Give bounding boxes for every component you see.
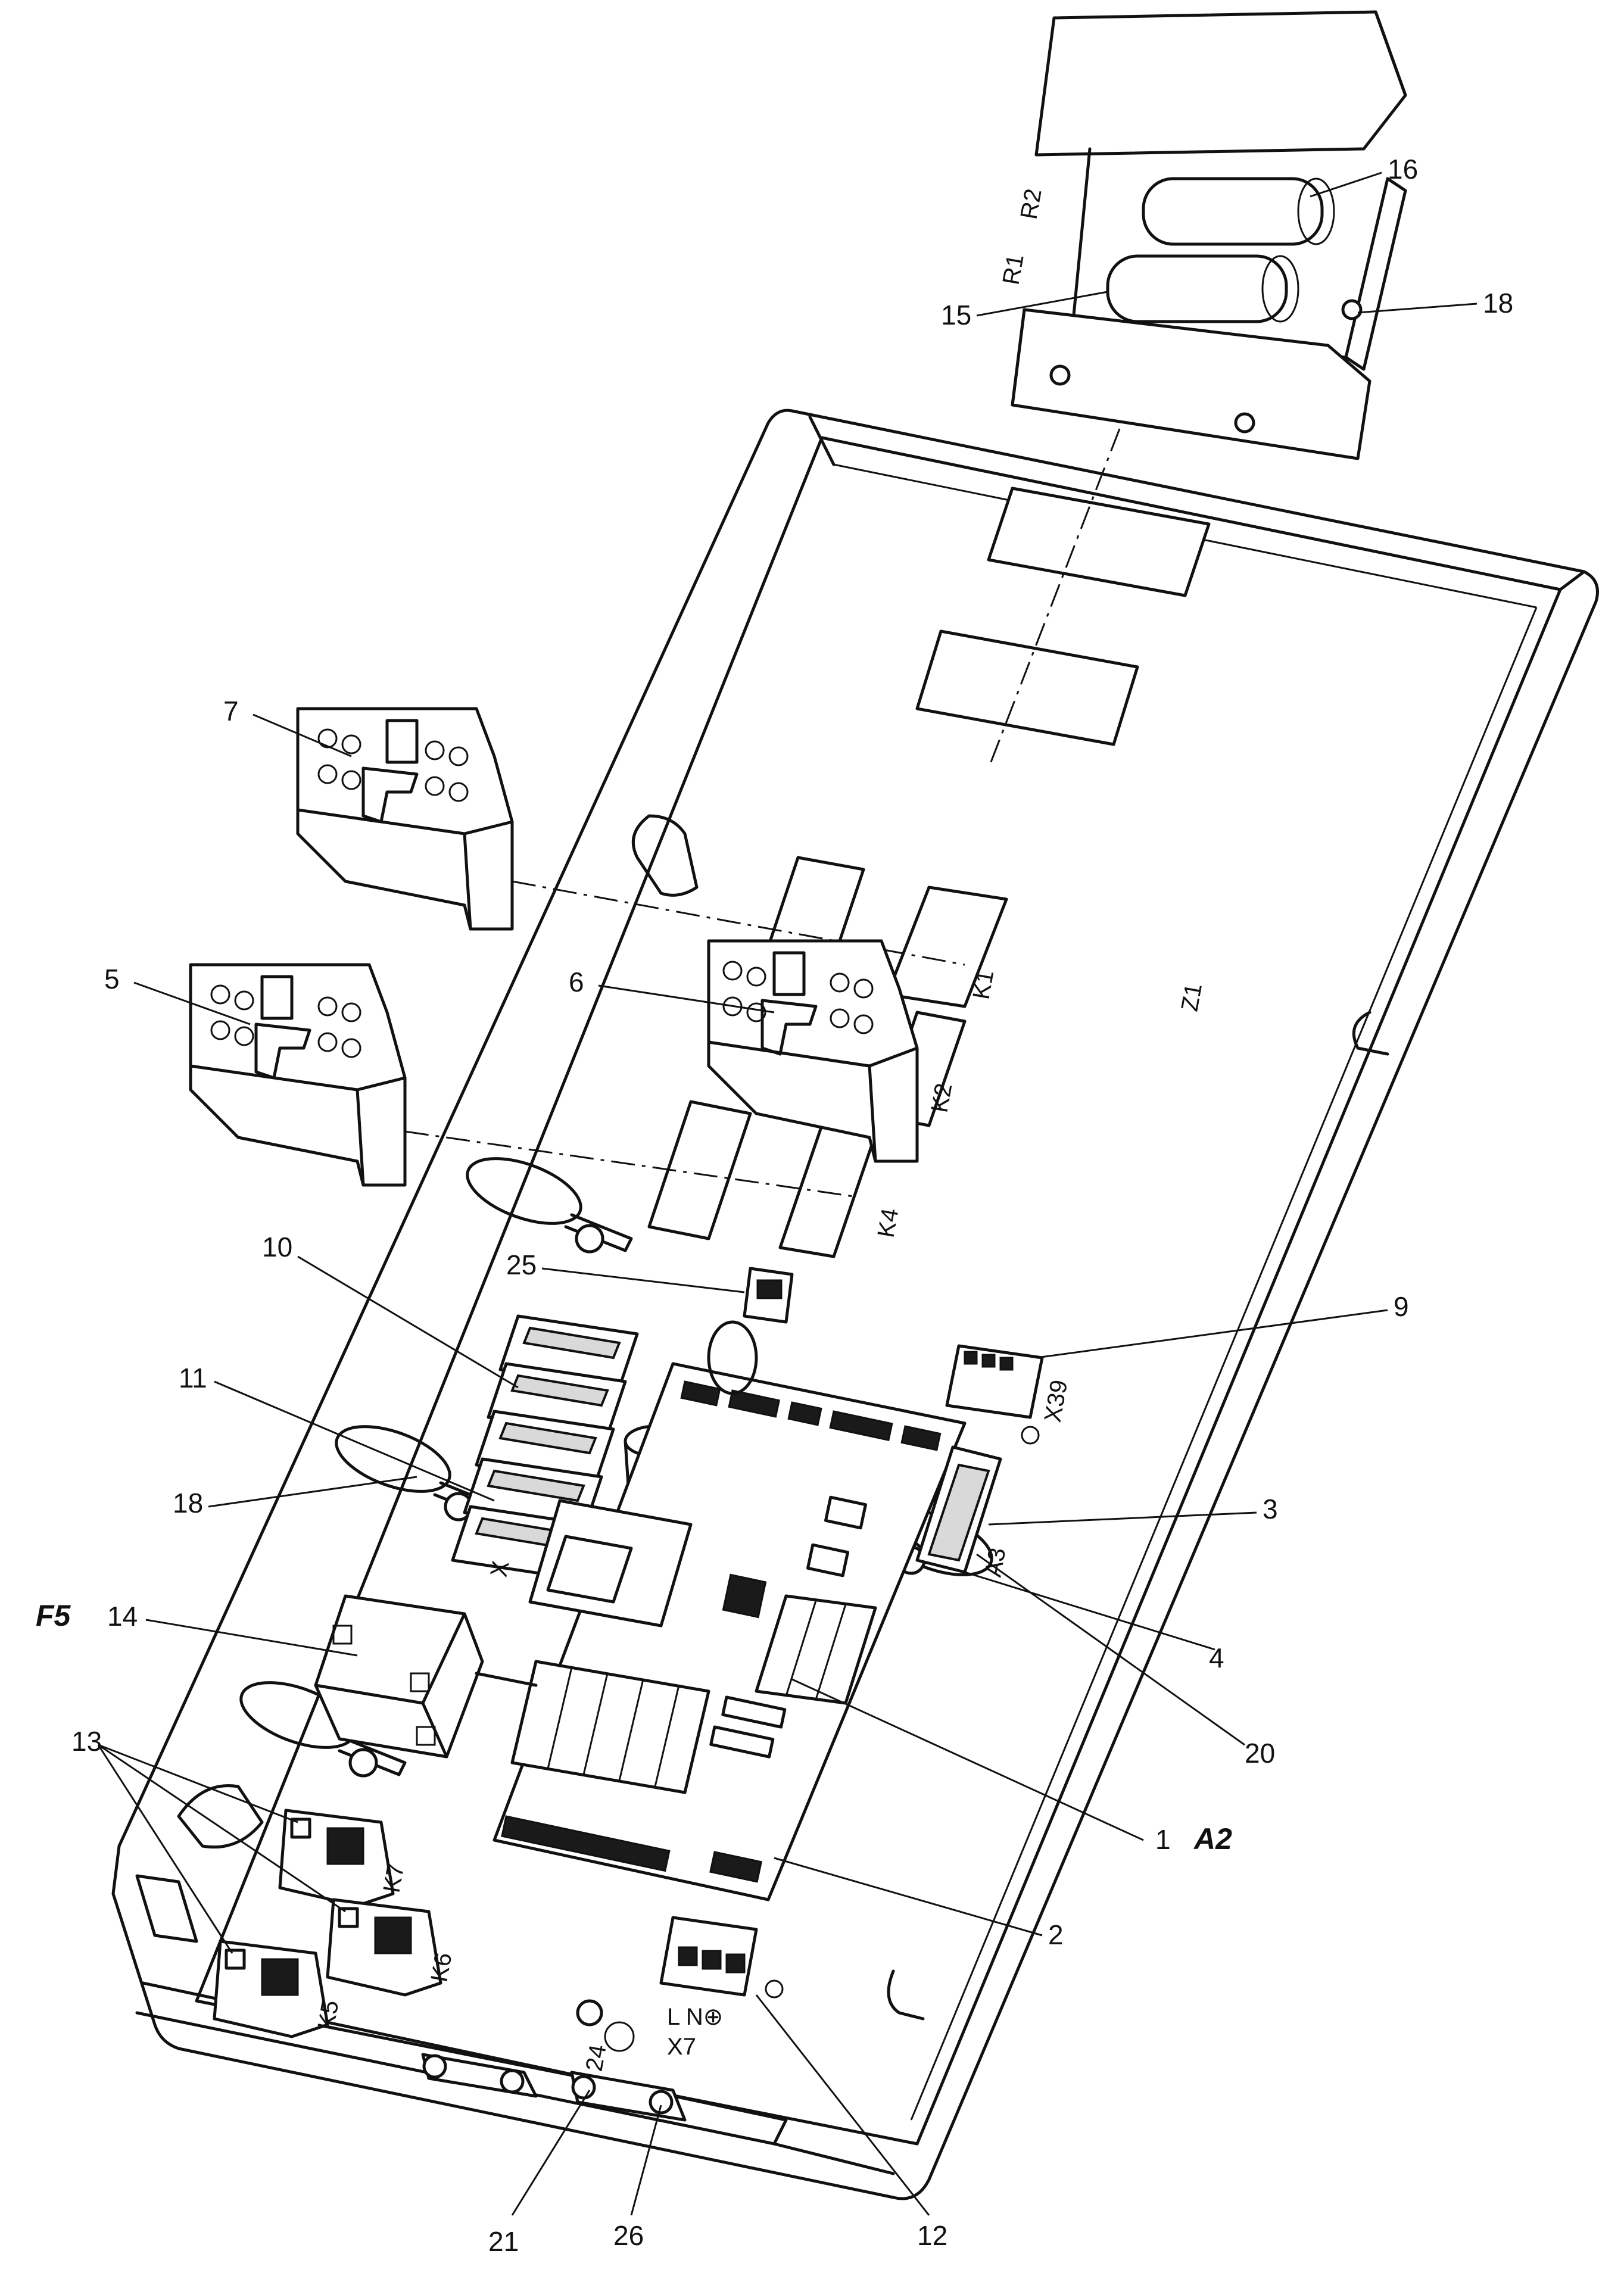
callout-9: 9: [1394, 1291, 1409, 1322]
connector-20: [743, 1267, 794, 1324]
callout-11: 11: [179, 1363, 207, 1393]
relay-k5: [213, 1940, 329, 2038]
contactor-6: [707, 939, 919, 1163]
callout-10: 10: [262, 1232, 292, 1262]
contactor-5: [189, 963, 858, 1198]
filter-f5: [314, 1594, 538, 1759]
label-x39: X39: [1040, 1378, 1073, 1424]
callout-18-right: 20: [1245, 1738, 1275, 1769]
callout-18-left: 18: [173, 1488, 203, 1519]
label-k6: K6: [426, 1951, 457, 1984]
resistor-r2: [1142, 177, 1324, 246]
cable-clamp-left: [421, 2053, 538, 2098]
callout-14: 15: [941, 300, 971, 331]
part-labels: R2 R1 K1 K2 K4 Z1 X39 A3 X K7 K6 K5 L N⊕…: [313, 187, 1207, 2074]
callout-7: 7: [223, 696, 239, 727]
terminal-x7: [659, 1916, 784, 1999]
callout-15: 16: [1388, 154, 1418, 185]
callout-5: 5: [104, 964, 120, 994]
leader-lines: [97, 172, 1478, 2216]
tray-label-pads: [647, 487, 1211, 1258]
circuit-board-a2: [493, 1320, 1002, 1901]
label-k4: K4: [873, 1206, 904, 1240]
callout-numbers: 16 15 18 7 5 6 9 10 11 18 25 3 4 20 F5 1…: [36, 154, 1513, 2257]
label-k7: K7: [379, 1862, 410, 1895]
label-x7: X7: [667, 2034, 696, 2060]
resistor-assembly: [987, 10, 1407, 769]
callout-2: 2: [1048, 1919, 1064, 1950]
label-l-n-pe: L N⊕: [667, 2004, 723, 2030]
callout-6: 6: [569, 967, 584, 997]
label-k2: K2: [927, 1081, 958, 1115]
cable-clamp-25-26: [570, 2071, 687, 2122]
label-k1: K1: [968, 968, 999, 1002]
terminal-block-x39: [945, 1344, 1044, 1445]
designator-a2: A2: [1193, 1822, 1232, 1856]
cable-tie-upper: [466, 1157, 633, 1254]
earth-bolt: [576, 1999, 635, 2052]
callout-26: 26: [613, 2220, 644, 2251]
callout-25: 21: [488, 2226, 519, 2257]
label-r1: R1: [998, 252, 1029, 287]
relay-k6: [326, 1898, 442, 1997]
label-a3: A3: [980, 1546, 1011, 1579]
resistor-r1: [1106, 254, 1288, 323]
callout-20: 25: [506, 1249, 537, 1280]
callout-1: 1: [1155, 1824, 1171, 1855]
designator-f5: F5: [36, 1599, 71, 1632]
contactor-7: [296, 707, 965, 966]
callout-21: 12: [917, 2220, 947, 2251]
label-24v: 24: [581, 2043, 612, 2073]
callout-4: 4: [1209, 1642, 1224, 1673]
relay-k7: [278, 1809, 395, 1907]
label-z1: Z1: [1177, 981, 1207, 1014]
label-r2: R2: [1016, 187, 1047, 222]
callout-13: 13: [71, 1726, 102, 1757]
callout-3: 3: [1263, 1494, 1278, 1524]
callout-12: 14: [107, 1601, 138, 1632]
callout-16: 18: [1483, 288, 1513, 319]
label-k5: K5: [313, 1999, 344, 2032]
